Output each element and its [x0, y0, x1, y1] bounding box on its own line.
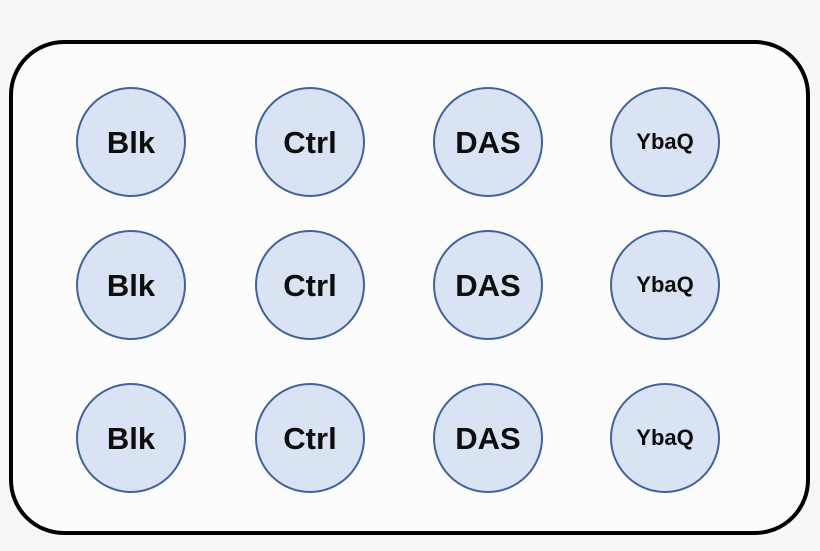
circle-ybaq-row2: YbaQ: [610, 230, 720, 340]
circle-blk-row2: Blk: [76, 230, 186, 340]
circle-label: DAS: [455, 267, 521, 303]
circle-label: Blk: [106, 267, 156, 303]
circle-ctrl-row3: Ctrl: [255, 383, 365, 493]
circle-label: Ctrl: [283, 420, 337, 456]
circle-label: Ctrl: [283, 124, 337, 160]
circle-ybaq-row3: YbaQ: [610, 383, 720, 493]
circle-label: Blk: [106, 124, 156, 160]
circle-label: YbaQ: [636, 129, 694, 154]
circle-ctrl-row2: Ctrl: [255, 230, 365, 340]
circle-ctrl-row1: Ctrl: [255, 87, 365, 197]
circle-label: Ctrl: [283, 267, 337, 303]
circle-label: Blk: [106, 420, 156, 456]
circle-blk-row1: Blk: [76, 87, 186, 197]
circle-label: YbaQ: [636, 272, 694, 297]
circle-label: DAS: [455, 420, 521, 456]
circle-das-row1: DAS: [433, 87, 543, 197]
circle-ybaq-row1: YbaQ: [610, 87, 720, 197]
circle-das-row3: DAS: [433, 383, 543, 493]
circle-blk-row3: Blk: [76, 383, 186, 493]
circle-label: DAS: [455, 124, 521, 160]
circle-das-row2: DAS: [433, 230, 543, 340]
circle-label: YbaQ: [636, 425, 694, 450]
